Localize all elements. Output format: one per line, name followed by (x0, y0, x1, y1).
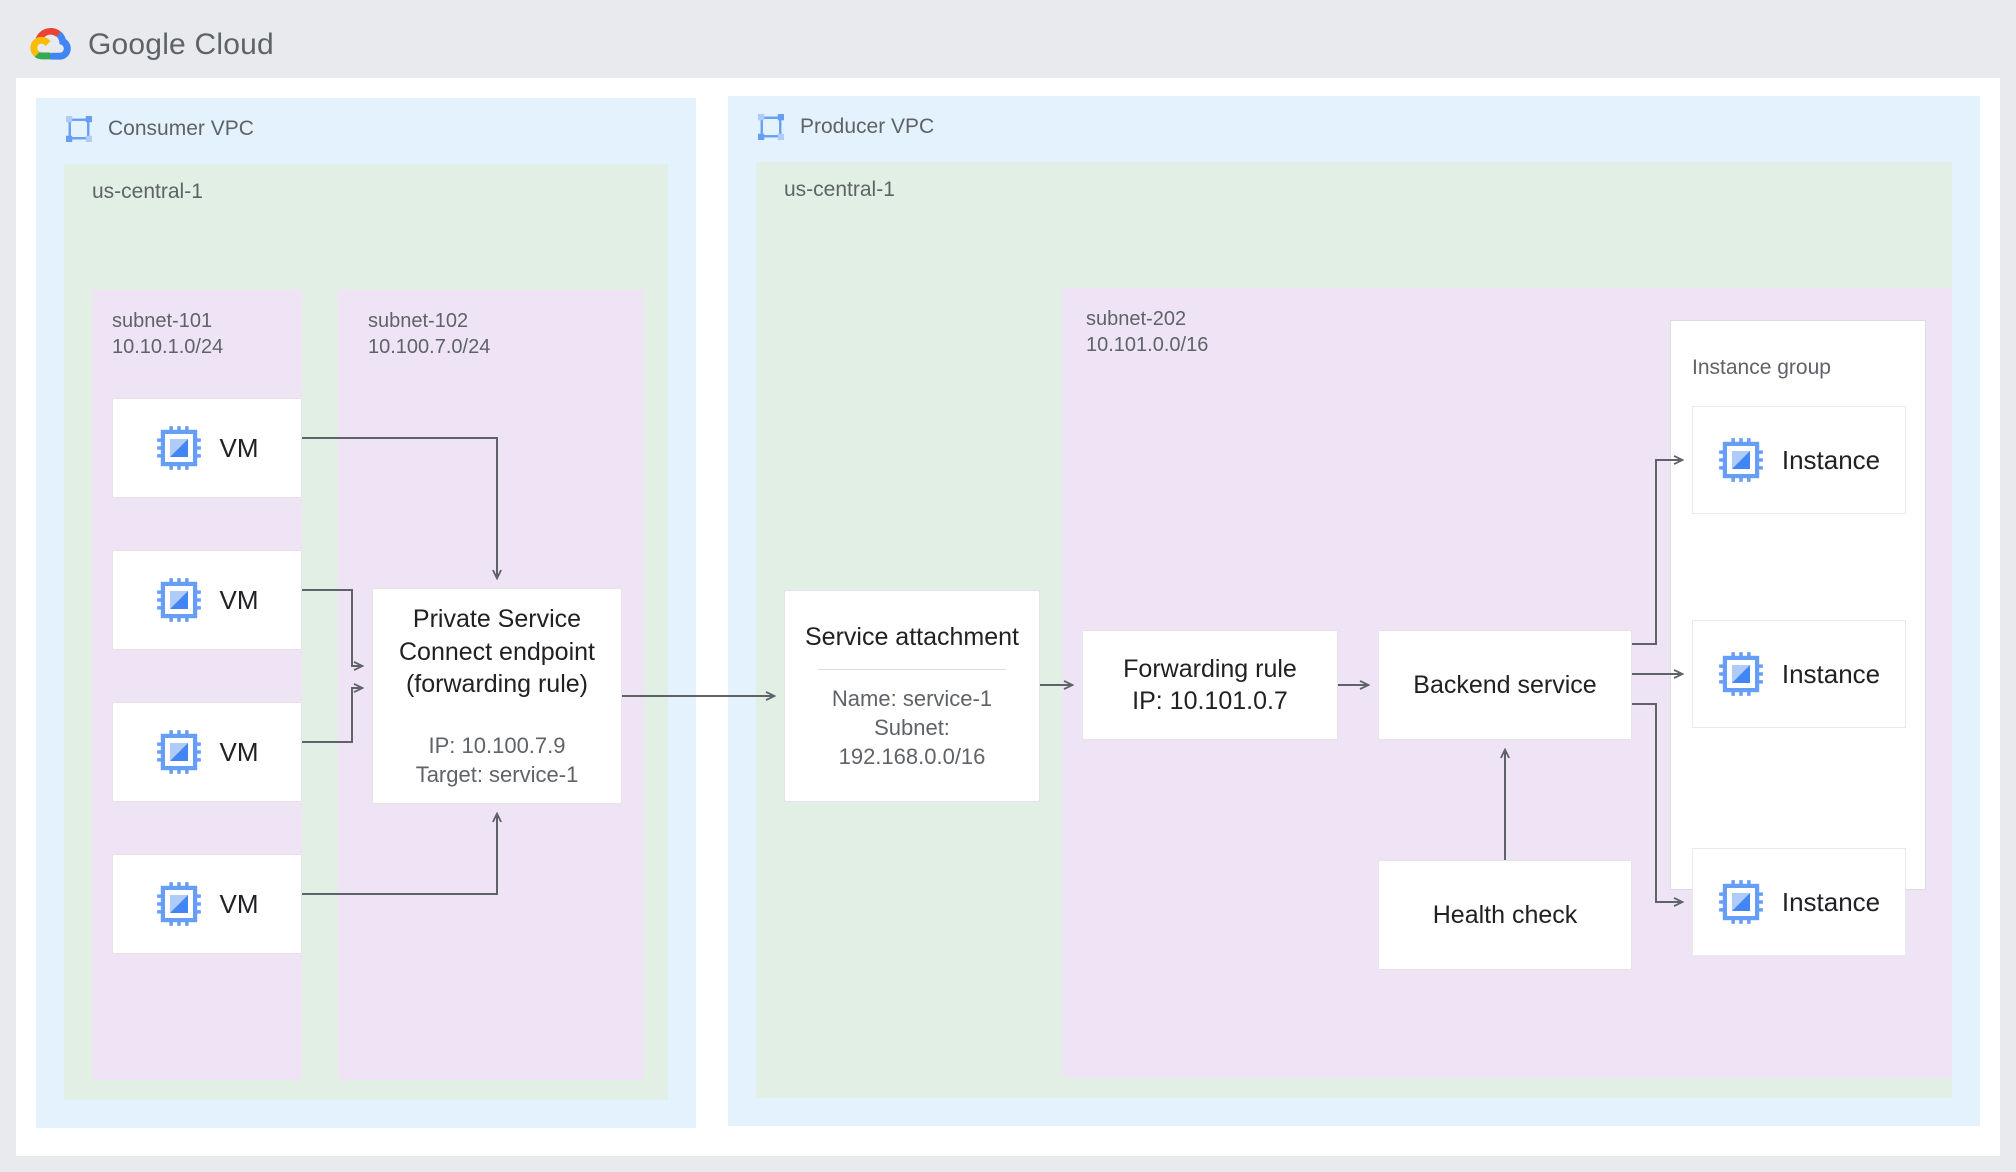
instance-node-2-label: Instance (1781, 658, 1881, 689)
psc-endpoint-title: Private Service Connect endpoint (forwar… (399, 605, 595, 699)
instance-node-3[interactable]: Instance (1692, 848, 1906, 956)
producer-region-title: us-central-1 (784, 178, 895, 201)
consumer-vpc-header: Consumer VPC (64, 100, 254, 158)
instance-node-1-label: Instance (1781, 444, 1881, 475)
producer-vpc-header: Producer VPC (756, 98, 934, 156)
instance-node-3-label: Instance (1781, 886, 1881, 917)
backend-service-title: Backend service (1413, 670, 1597, 699)
brand-title: Google Cloud (88, 28, 274, 62)
subnet-202-label: subnet-202 10.101.0.0/16 (1086, 308, 1209, 357)
vpc-icon (758, 114, 784, 140)
subnet-102-label: subnet-102 10.100.7.0/24 (368, 310, 491, 359)
vm-node-3[interactable]: VM (112, 702, 302, 802)
service-attachment-node[interactable]: Service attachment Name: service-1 Subne… (784, 590, 1040, 802)
backend-service-node[interactable]: Backend service (1378, 630, 1632, 740)
vm-chip-icon (156, 426, 201, 470)
vm-node-2-label: VM (219, 584, 259, 615)
consumer-region-title: us-central-1 (92, 180, 203, 203)
psc-endpoint-meta: IP: 10.100.7.9 Target: service-1 (415, 732, 579, 787)
diagram-canvas: Consumer VPC us-central-1 subnet-101 10.… (16, 78, 2000, 1156)
psc-endpoint-node[interactable]: Private Service Connect endpoint (forwar… (372, 588, 622, 804)
vm-chip-icon (156, 882, 201, 926)
brand-title-cloud: Cloud (194, 28, 274, 61)
vm-chip-icon (156, 578, 201, 622)
vm-node-3-label: VM (219, 736, 259, 767)
vm-chip-icon (1718, 438, 1763, 482)
brand-title-google: Google (88, 28, 186, 61)
instance-node-2[interactable]: Instance (1692, 620, 1906, 728)
vm-chip-icon (156, 730, 201, 774)
vm-chip-icon (1718, 652, 1763, 696)
instance-group-title: Instance group (1692, 356, 1831, 379)
forwarding-rule-title: Forwarding rule IP: 10.101.0.7 (1123, 654, 1297, 716)
subnet-101-label: subnet-101 10.10.1.0/24 (112, 310, 224, 359)
brand-header: Google Cloud (28, 22, 274, 68)
vm-node-1-label: VM (219, 432, 259, 463)
vm-node-1[interactable]: VM (112, 398, 302, 498)
vm-node-4-label: VM (219, 888, 259, 919)
instance-node-1[interactable]: Instance (1692, 406, 1906, 514)
forwarding-rule-node[interactable]: Forwarding rule IP: 10.101.0.7 (1082, 630, 1338, 740)
vm-node-2[interactable]: VM (112, 550, 302, 650)
vm-node-4[interactable]: VM (112, 854, 302, 954)
service-attachment-meta: Name: service-1 Subnet: 192.168.0.0/16 (831, 686, 993, 770)
vm-chip-icon (1718, 880, 1763, 924)
service-attachment-title: Service attachment (805, 622, 1019, 651)
google-cloud-logo-icon (30, 27, 71, 60)
consumer-vpc-title: Consumer VPC (108, 117, 254, 140)
vpc-icon (66, 116, 92, 142)
health-check-node[interactable]: Health check (1378, 860, 1632, 970)
service-attachment-divider (818, 669, 1006, 671)
producer-vpc-title: Producer VPC (800, 115, 935, 138)
health-check-title: Health check (1432, 900, 1578, 929)
